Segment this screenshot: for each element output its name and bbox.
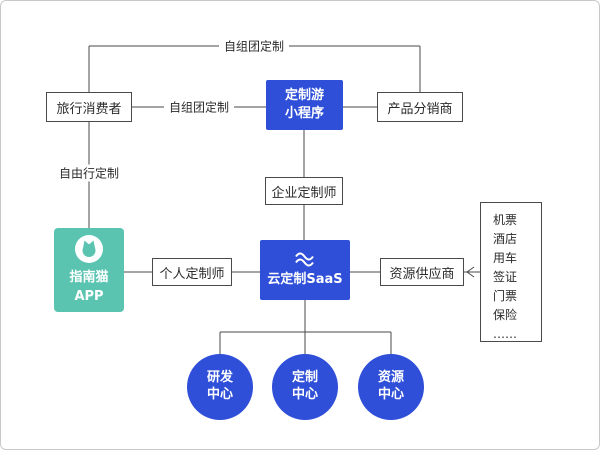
edge-label-top-loop: 自组团定制 [218, 37, 290, 55]
node-label-line2: 中心 [377, 387, 404, 402]
node-zhinanmao-app: 指南猫 APP [54, 228, 124, 312]
node-label-line1: 定制 [291, 370, 318, 386]
node-rd-center: 研发 中心 [187, 354, 253, 420]
edge-label-consumer-miniprogram: 自组团定制 [163, 98, 235, 116]
resource-item: 机票 [493, 213, 518, 227]
cat-icon [75, 234, 103, 263]
resource-list: 机票 酒店 用车 签证 门票 保险 …… [480, 202, 542, 342]
node-label-line1: 定制游 [284, 88, 324, 104]
node-travel-consumer: 旅行消费者 [46, 92, 132, 122]
node-personal-designer: 个人定制师 [152, 258, 232, 286]
edge-label-consumer-app: 自由行定制 [53, 164, 125, 182]
wave-logo-icon [295, 252, 314, 267]
node-product-distributor: 产品分销商 [377, 92, 463, 122]
resource-item: …… [493, 327, 517, 341]
resource-item: 酒店 [493, 232, 518, 246]
node-resource-center: 资源 中心 [358, 354, 424, 420]
resource-item: 签证 [493, 270, 518, 284]
node-label-line1: 研发 [206, 370, 233, 386]
node-label-line2: 小程序 [284, 106, 324, 121]
node-cloud-saas: 云定制SaaS [260, 240, 350, 300]
node-resource-supplier: 资源供应商 [380, 258, 464, 286]
node-label-line1: 资源 [377, 370, 404, 386]
node-label-line1: 指南猫 [69, 269, 109, 285]
resource-item: 门票 [493, 289, 518, 303]
node-custom-tour-miniprogram: 定制游 小程序 [266, 80, 343, 130]
node-label-line2: 中心 [206, 387, 233, 402]
node-label-line2: APP [74, 288, 104, 304]
node-enterprise-designer: 企业定制师 [265, 177, 343, 205]
resource-item: 保险 [493, 308, 518, 322]
arrowhead-left-icon [466, 266, 475, 278]
node-label: 云定制SaaS [267, 272, 343, 288]
node-custom-center: 定制 中心 [272, 354, 338, 420]
node-label-line2: 中心 [291, 387, 318, 402]
resource-item: 用车 [493, 251, 518, 265]
